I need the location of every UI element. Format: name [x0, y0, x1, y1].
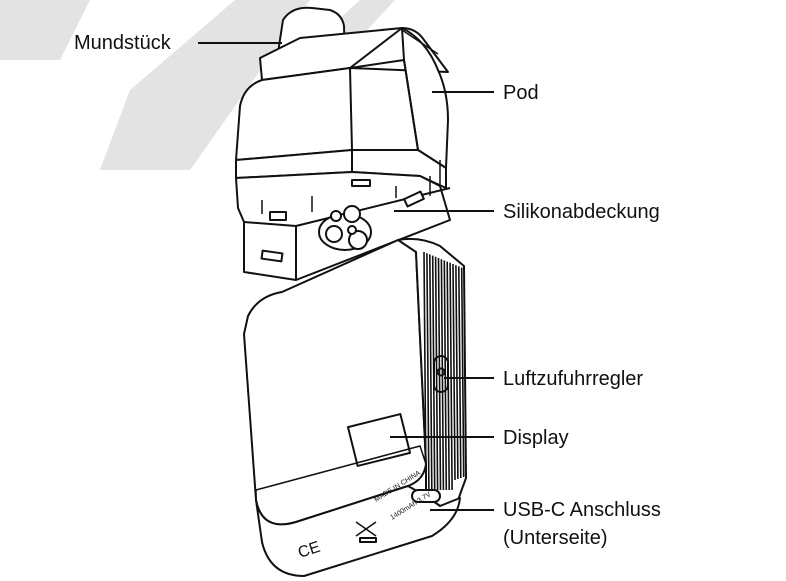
label-usb-line1: USB-C Anschluss [503, 499, 661, 521]
pod-left-face [235, 67, 353, 161]
leader-display [390, 436, 494, 438]
side-rib [460, 267, 465, 478]
side-rib [426, 253, 430, 491]
silicone-cover-contacts [318, 205, 372, 251]
side-rib [429, 254, 433, 491]
leader-luftzufuhrregler [444, 377, 494, 379]
label-usb-line2: (Unterseite) [503, 527, 608, 549]
label-silikonabdeckung: Silikonabdeckung [503, 201, 660, 223]
side-rib [434, 256, 439, 491]
side-rib [423, 251, 427, 491]
side-rib [440, 259, 445, 491]
side-rib [443, 260, 448, 491]
side-rib [458, 266, 462, 479]
side-rib [437, 257, 442, 491]
pod-illustration [235, 6, 451, 281]
side-rib [455, 265, 459, 480]
label-display: Display [503, 427, 569, 449]
ce-mark: CE [296, 539, 322, 562]
leader-pod [432, 91, 494, 93]
label-mundstueck: Mundstück [74, 32, 171, 54]
label-luftzufuhrregler: Luftzufuhrregler [503, 368, 644, 390]
label-pod: Pod [503, 82, 539, 104]
battery-bottom [255, 485, 461, 577]
side-rib [449, 262, 453, 491]
side-rib [446, 261, 450, 491]
side-ribs [423, 251, 465, 491]
leader-usb [430, 509, 494, 511]
side-rib [452, 263, 456, 481]
pod-right-face [401, 27, 449, 169]
leader-mundstueck [198, 42, 282, 44]
leader-silikonabdeckung [394, 210, 494, 212]
side-rib [431, 255, 436, 491]
